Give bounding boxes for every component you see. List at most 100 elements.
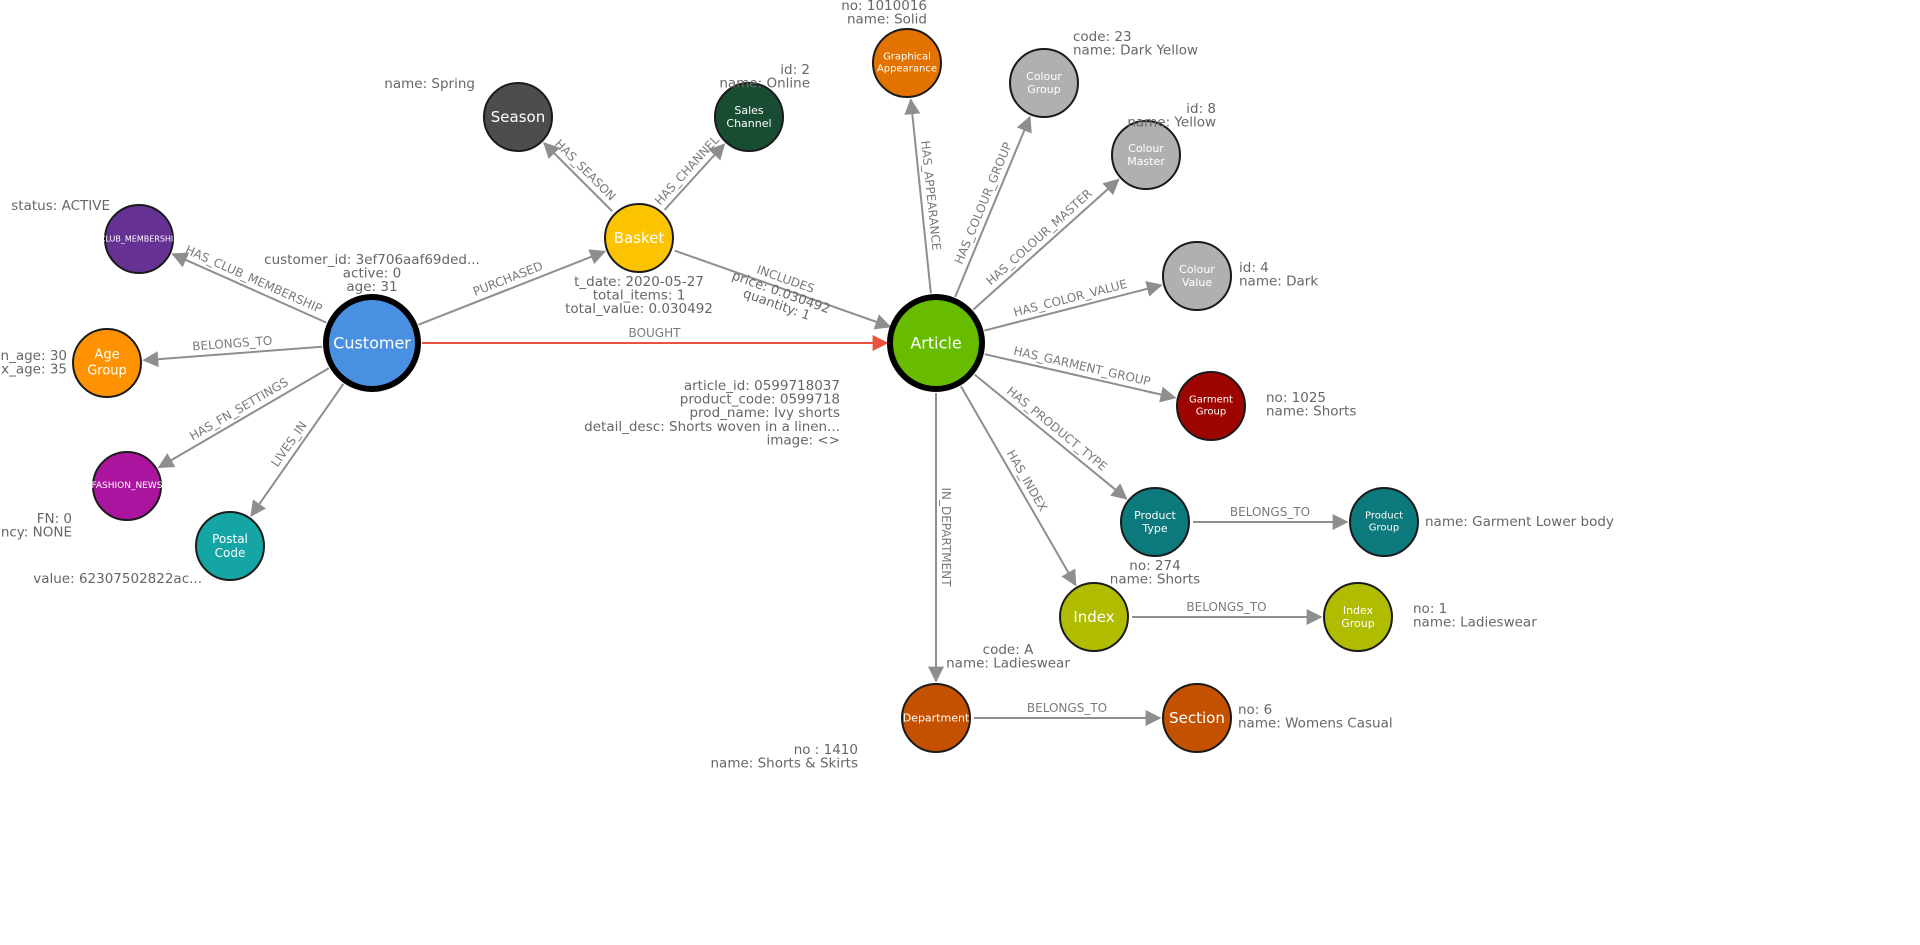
node-property: no: 274 — [1129, 558, 1180, 574]
node-circle[interactable] — [1120, 487, 1190, 557]
edge-line[interactable] — [543, 142, 613, 212]
edge-line[interactable] — [250, 383, 345, 517]
node-department[interactable]: Department — [901, 683, 971, 753]
edge-line[interactable] — [142, 345, 323, 368]
edge-department-section[interactable]: BELONGS_TO — [974, 701, 1162, 726]
node-property: name: Solid — [847, 12, 927, 28]
edge-label: HAS_SEASON — [552, 137, 619, 204]
node-index[interactable]: Index — [1059, 582, 1129, 652]
node-circle[interactable] — [604, 203, 674, 273]
edge-article-department[interactable]: IN_DEPARTMENT — [928, 393, 953, 683]
edge-line[interactable] — [984, 281, 1163, 332]
node-property: active: 0 — [343, 266, 401, 282]
edge-line[interactable] — [984, 353, 1177, 403]
node-label: Colour — [1128, 142, 1164, 155]
node-properties-product-group: name: Garment Lower body — [1425, 514, 1614, 530]
edge-basket-season[interactable]: HAS_SEASON — [543, 137, 619, 212]
node-circle[interactable] — [195, 511, 265, 581]
node-circle[interactable] — [714, 82, 784, 152]
edge-label: HAS_COLOUR_GROUP — [952, 140, 1015, 266]
node-circle[interactable] — [1009, 48, 1079, 118]
node-basket[interactable]: Basket — [604, 203, 674, 273]
node-circle[interactable] — [1059, 582, 1129, 652]
node-circle[interactable] — [104, 204, 174, 274]
node-label: Index — [1073, 608, 1114, 626]
node-circle[interactable] — [1162, 683, 1232, 753]
edge-customer-fashion-news[interactable]: HAS_FN_SETTINGS — [157, 367, 330, 469]
node-property: image: <> — [766, 432, 840, 448]
edge-line[interactable] — [171, 252, 327, 324]
edge-label: BELONGS_TO — [1027, 701, 1107, 715]
node-fashion-news[interactable]: FASHION_NEWS — [92, 451, 163, 521]
edge-line[interactable] — [904, 98, 932, 294]
edge-line[interactable] — [974, 373, 1128, 500]
edge-line[interactable] — [674, 249, 892, 330]
properties-layer: customer_id: 3ef706aaf69ded...active: 0a… — [0, 0, 1614, 772]
edge-label: BELONGS_TO — [1186, 600, 1266, 614]
node-circle[interactable] — [92, 451, 162, 521]
node-circle[interactable] — [1162, 241, 1232, 311]
node-label: Channel — [726, 117, 771, 130]
node-customer[interactable]: Customer — [323, 294, 421, 392]
node-label: Basket — [614, 229, 665, 247]
node-label: Product — [1134, 509, 1176, 522]
node-property: no: 1025 — [1266, 390, 1326, 406]
edge-line[interactable] — [663, 143, 726, 211]
edge-article-graphical-appearance[interactable]: HAS_APPEARANCE — [904, 98, 944, 294]
edge-article-colour-value[interactable]: HAS_COLOR_VALUE — [984, 277, 1163, 332]
edge-product-type-product-group[interactable]: BELONGS_TO — [1193, 505, 1349, 530]
edge-line[interactable] — [157, 367, 330, 469]
node-property: name: Garment Lower body — [1425, 514, 1614, 530]
node-property: t_date: 2020-05-27 — [574, 274, 704, 290]
node-circle[interactable] — [872, 28, 942, 98]
node-circle[interactable] — [1349, 487, 1419, 557]
edge-line[interactable] — [418, 249, 607, 326]
edge-label: HAS_FN_SETTINGS — [187, 375, 291, 443]
node-property: FN: 0 — [37, 511, 72, 527]
edge-basket-sales-channel[interactable]: HAS_CHANNEL — [652, 133, 726, 211]
node-circle[interactable] — [323, 294, 421, 392]
node-property: name: Spring — [384, 76, 475, 92]
node-property: detail_desc: Shorts woven in a linen... — [584, 419, 840, 435]
edge-line[interactable] — [972, 178, 1120, 311]
edge-customer-article[interactable]: BOUGHT — [422, 326, 889, 351]
edge-line[interactable] — [960, 385, 1077, 587]
node-circle[interactable] — [483, 82, 553, 152]
edge-index-index-group[interactable]: BELONGS_TO — [1132, 600, 1323, 625]
node-circle[interactable] — [1111, 120, 1181, 190]
edge-article-index[interactable]: HAS_INDEX — [960, 385, 1077, 587]
node-article[interactable]: Article — [887, 294, 985, 392]
edge-label: HAS_CHANNEL — [652, 133, 722, 208]
node-section[interactable]: Section — [1162, 683, 1232, 753]
node-circle[interactable] — [901, 683, 971, 753]
node-circle[interactable] — [72, 328, 142, 398]
edge-customer-age-group[interactable]: BELONGS_TO — [142, 334, 323, 368]
node-club-membership[interactable]: CLUB_MEMBERSHIP — [100, 204, 178, 274]
node-label: Product — [1365, 511, 1403, 522]
node-circle[interactable] — [1176, 371, 1246, 441]
edge-line[interactable] — [954, 115, 1032, 298]
node-circle[interactable] — [1323, 582, 1393, 652]
edge-article-product-type[interactable]: HAS_PRODUCT_TYPE — [974, 373, 1128, 500]
node-season[interactable]: Season — [483, 82, 553, 152]
node-property: article_id: 0599718037 — [684, 378, 840, 394]
edge-customer-postal-code[interactable]: LIVES_IN — [250, 383, 345, 517]
node-circle[interactable] — [887, 294, 985, 392]
